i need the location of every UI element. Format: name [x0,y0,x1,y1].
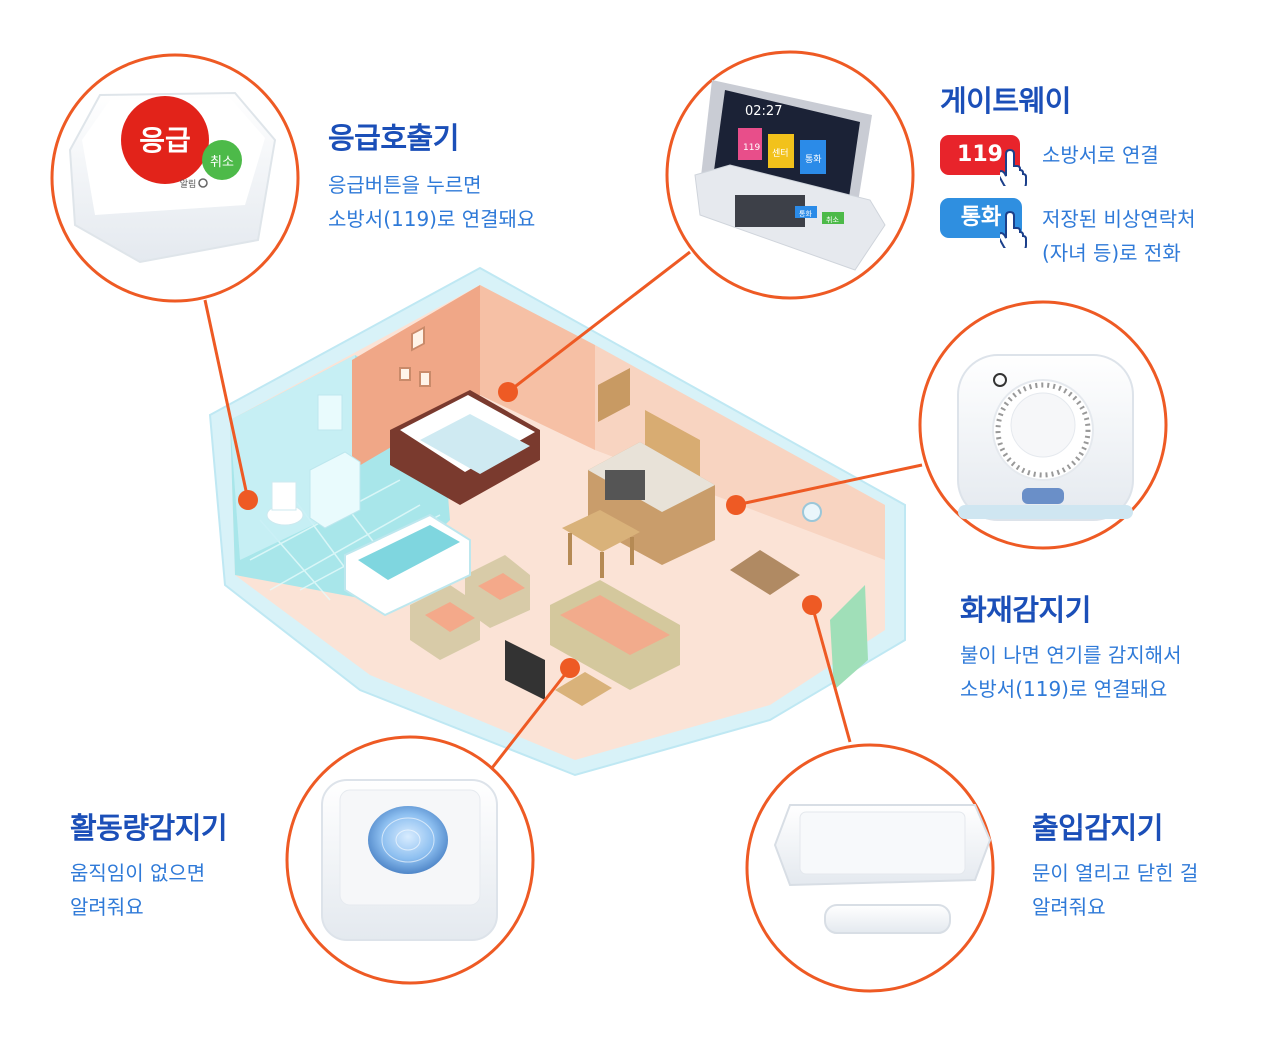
smoke-detector-device [957,354,1134,521]
activity-sensor-desc: 움직임이 없으면 알려줘요 [70,856,205,924]
dot-fire-detector [726,495,746,515]
gateway-screen-time: 02:27 [745,104,782,119]
gateway-tile-center: 센터 [772,148,789,159]
gateway-tile-119: 119 [743,143,760,153]
motion-sensor-device [321,779,498,941]
call-button-desc: 저장된 비상연락처 (자녀 등)로 전화 [1042,202,1196,270]
activity-sensor-desc-line2: 알려줘요 [70,895,144,919]
gateway-tile-call: 통화 [805,154,822,165]
fire-detector-circle [918,300,1168,550]
emergency-caller-desc: 응급버튼을 누르면 소방서(119)로 연결돼요 [328,168,535,236]
leader-lines [203,250,923,769]
house-illustration [208,266,906,777]
dot-gateway [498,382,518,402]
emergency-caller-desc-line1: 응급버튼을 누르면 [328,173,482,197]
emergency-caller-title: 응급호출기 [328,121,459,155]
location-dots [238,382,822,678]
emergency-caller-circle: 응급 취소 알림 [50,53,300,303]
gateway-device: 02:27 119 센터 통화 취소 통화 [694,80,886,271]
emergency-caller-desc-line2: 소방서(119)로 연결돼요 [328,207,536,231]
fire-detector-title: 화재감지기 [960,593,1091,627]
activity-sensor-circle [285,735,535,985]
activity-sensor-desc-line1: 움직임이 없으면 [70,861,206,885]
door-sensor-title: 출입감지기 [1032,811,1163,845]
emergency-button-device: 응급 취소 알림 [68,91,277,264]
call-button-label: 통화 [960,205,1002,230]
fire-detector-desc: 불이 나면 연기를 감지해서 소방서(119)로 연결돼요 [960,638,1181,706]
pointer-hand-icon [1000,210,1027,248]
gateway-key-call: 통화 [799,210,812,218]
call-button-desc-line1: 저장된 비상연락처 [1042,207,1196,231]
fire-detector-desc-line2: 소방서(119)로 연결돼요 [960,677,1168,701]
device-label-cancel: 취소 [210,155,234,170]
dot-door-sensor [802,595,822,615]
button-119-desc: 소방서로 연결 [1042,143,1159,167]
activity-sensor-title: 활동량감지기 [70,811,228,845]
pointer-hand-icon [1000,148,1027,186]
device-label-main: 응급 [139,124,191,157]
button-119-label: 119 [957,142,1003,167]
gateway-circle: 02:27 119 센터 통화 취소 통화 [665,50,915,300]
device-label-small: 알림 [180,178,197,190]
door-sensor-desc: 문이 열리고 닫힌 걸 알려줘요 [1032,856,1198,924]
door-sensor-circle [745,743,995,993]
call-button-desc-line2: (자녀 등)로 전화 [1042,241,1181,265]
dot-activity-sensor [560,658,580,678]
fire-detector-desc-line1: 불이 나면 연기를 감지해서 [960,643,1182,667]
gateway-title: 게이트웨이 [940,84,1071,118]
dot-emergency-caller [238,490,258,510]
door-sensor-desc-line1: 문이 열리고 닫힌 걸 [1032,861,1199,885]
gateway-key-cancel: 취소 [826,216,839,224]
door-contact-device [773,804,992,934]
door-sensor-desc-line2: 알려줘요 [1032,895,1106,919]
